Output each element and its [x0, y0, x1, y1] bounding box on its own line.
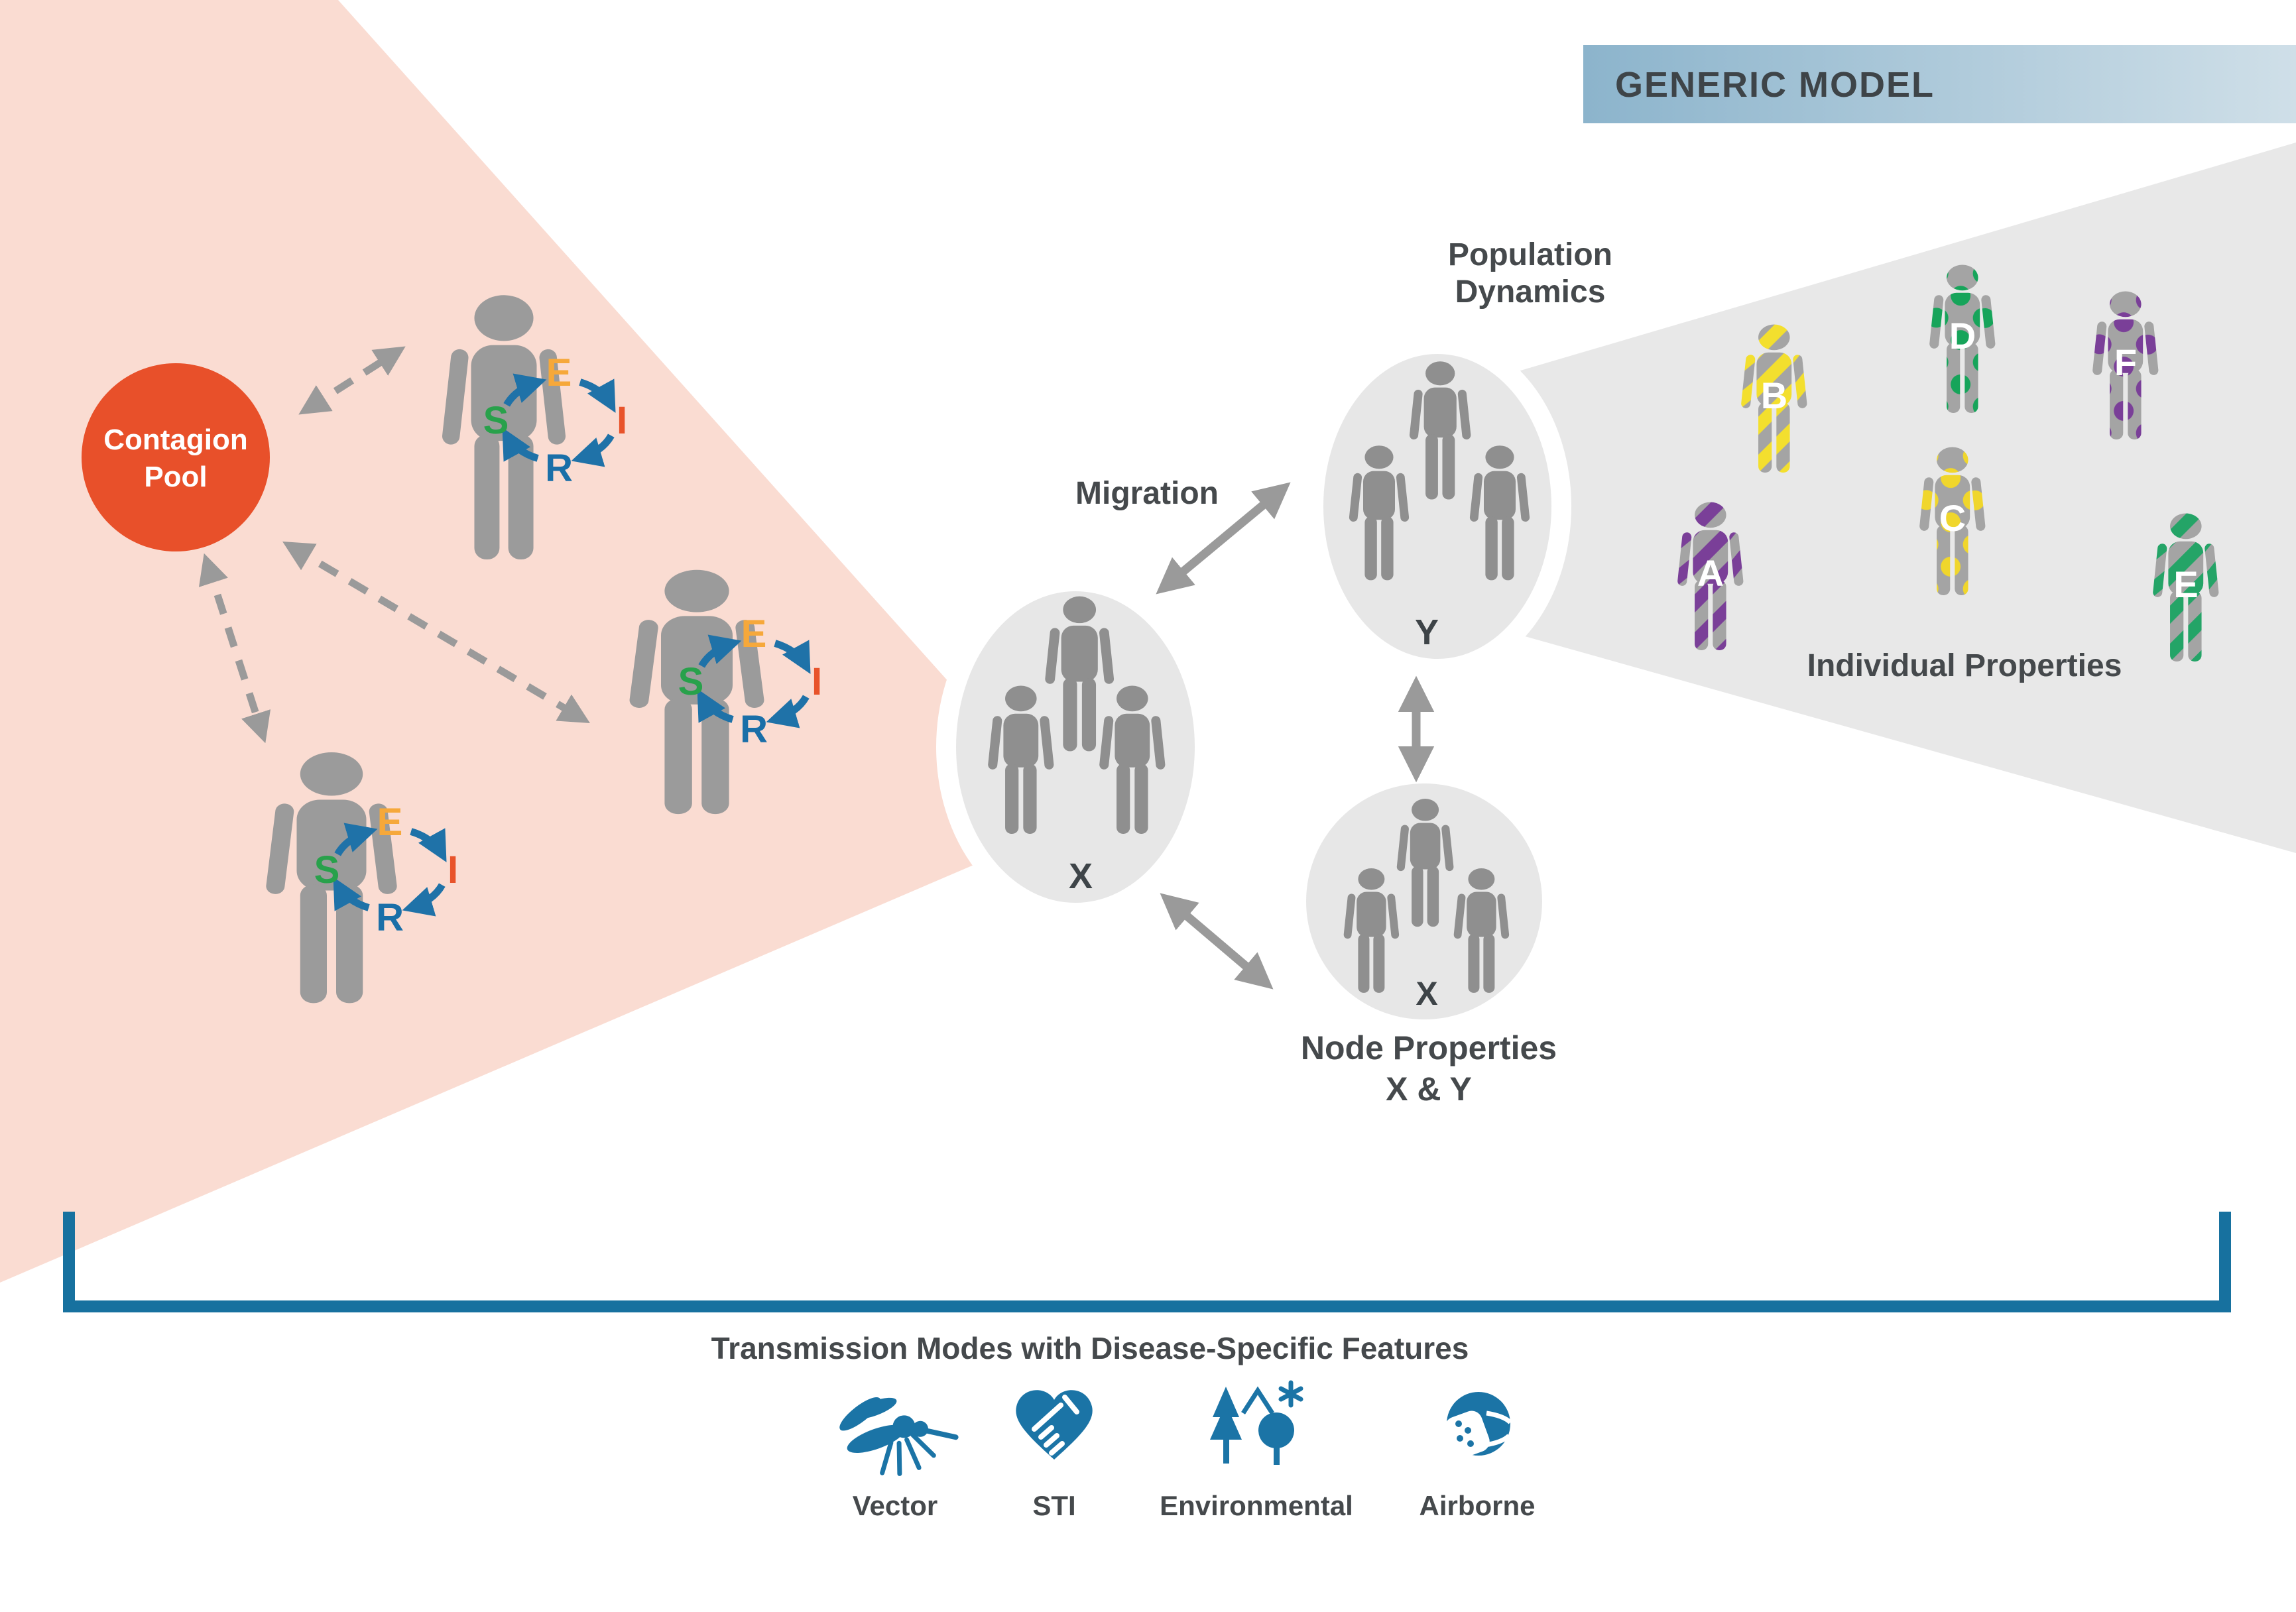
node-y-ellipse	[1303, 334, 1571, 679]
node-x2: X	[1306, 783, 1542, 1019]
trees-icon	[1210, 1380, 1303, 1465]
individual-letter-d: D	[1949, 315, 1976, 357]
node-y-label: Y	[1415, 612, 1439, 652]
seir-e-label: E	[741, 612, 767, 656]
sun-asterisk-icon	[1278, 1380, 1303, 1408]
mosquito-icon	[839, 1397, 959, 1476]
individual-letter-c: C	[1939, 497, 1966, 539]
seir-i-label: I	[617, 399, 627, 442]
bracket-horizontal-bar	[63, 1300, 2231, 1312]
seir-s-label: S	[483, 399, 509, 442]
bracket-left-end	[63, 1212, 75, 1311]
mode-label-airborne: Airborne	[1419, 1490, 1535, 1521]
population-dynamics-label-line1: Population	[1448, 237, 1612, 272]
mode-label-vector: Vector	[853, 1490, 937, 1521]
contagion-pool-label-line2: Pool	[144, 461, 207, 493]
dashed-arrow-pool-person3	[198, 553, 271, 744]
contagion-dashed-arrows	[198, 346, 590, 744]
seir-r-label: R	[545, 447, 573, 490]
node-x: X	[936, 571, 1215, 923]
contagion-pool-circle	[82, 363, 270, 551]
seir-cycle-2: E S I R	[678, 612, 822, 751]
individual-properties-label: Individual Properties	[1807, 648, 2122, 683]
seir-r-label: R	[740, 708, 768, 751]
individual-letter-b: B	[1761, 374, 1787, 416]
handshake-heart-icon	[1016, 1390, 1093, 1460]
population-dynamics-label-line2: Dynamics	[1455, 274, 1606, 310]
mode-label-environmental: Environmental	[1160, 1490, 1353, 1521]
contagion-pink-wedge	[0, 0, 1074, 1283]
seir-i-label: I	[448, 848, 458, 892]
seir-cycle-1: E S I R	[483, 351, 627, 490]
banner-title: GENERIC MODEL	[1615, 65, 1935, 105]
arrow-node-x-to-node-x2	[1160, 893, 1274, 990]
node-y: Y	[1303, 334, 1571, 679]
seir-e-label: E	[377, 801, 403, 844]
seir-cycle-3: E S I R	[314, 801, 458, 939]
seir-r-label: R	[376, 896, 404, 939]
individual-figure-letters: A B C D E F	[1697, 315, 2199, 605]
seir-s-label: S	[678, 660, 704, 703]
migration-arrows	[1156, 482, 1435, 990]
individual-letter-a: A	[1697, 552, 1724, 594]
node-properties-label-line1: Node Properties	[1301, 1029, 1557, 1066]
transmission-bracket	[63, 1212, 2231, 1312]
migration-label: Migration	[1075, 476, 1219, 511]
individual-letter-e: E	[2173, 563, 2198, 605]
seir-e-label: E	[546, 351, 572, 394]
dashed-arrow-pool-person2	[282, 541, 590, 724]
transmission-mode-labels: Vector STI Environmental Airborne	[853, 1490, 1536, 1521]
mode-label-sti: STI	[1032, 1490, 1075, 1521]
contagion-pool: Contagion Pool	[82, 363, 270, 551]
individual-properties-gray-wedge	[1469, 143, 2296, 853]
banner-background	[1583, 45, 2296, 123]
node-properties-label-line2: X & Y	[1386, 1070, 1472, 1108]
bracket-right-end	[2219, 1212, 2231, 1311]
seir-i-label: I	[812, 660, 822, 703]
node-x2-label: X	[1416, 975, 1437, 1012]
arrow-node-x-to-node-y	[1156, 482, 1291, 595]
contagion-pool-label-line1: Contagion	[103, 424, 248, 456]
seir-s-label: S	[314, 848, 340, 892]
mask-face-icon	[1445, 1392, 1512, 1458]
transmission-title: Transmission Modes with Disease-Specific…	[711, 1331, 1469, 1365]
node-x-label: X	[1069, 856, 1093, 896]
individual-letter-f: F	[2114, 341, 2137, 383]
generic-model-banner: GENERIC MODEL	[1583, 45, 2296, 123]
dashed-arrow-pool-person1	[298, 346, 406, 415]
